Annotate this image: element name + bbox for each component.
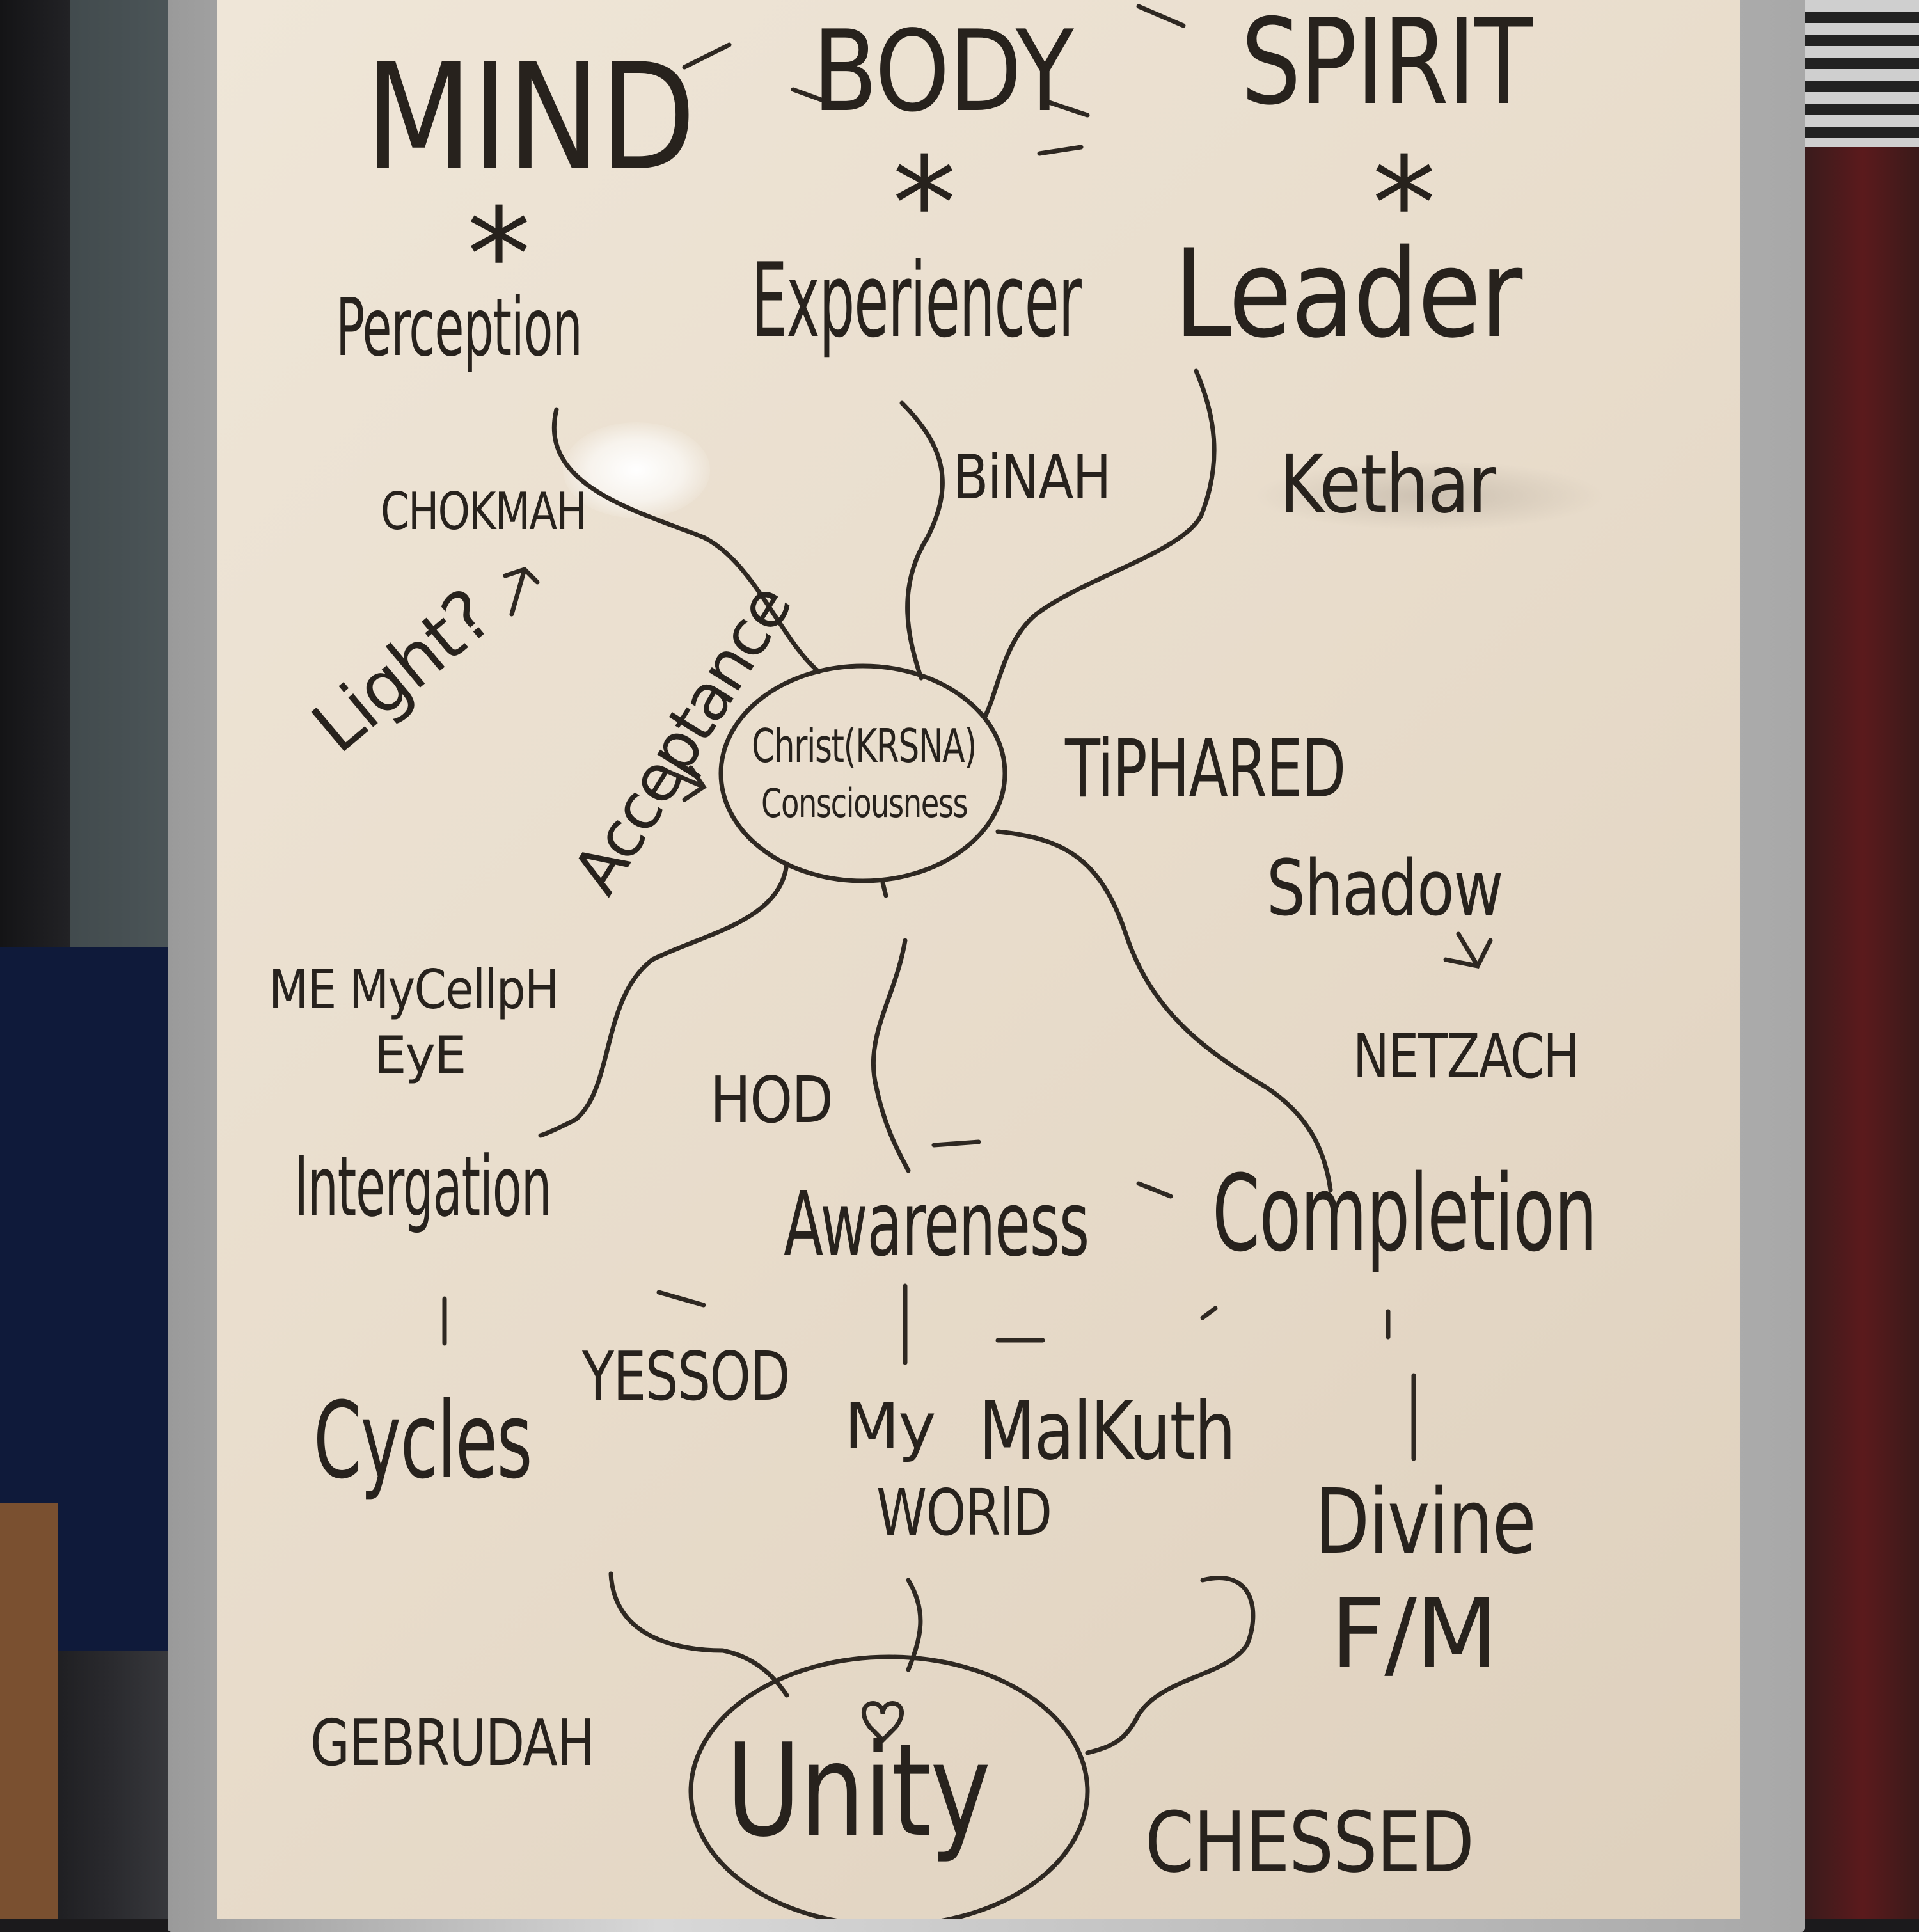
word-experiencer: Experiencer [752,241,1082,360]
background-wood [0,1503,58,1919]
background-wall [70,0,179,960]
light-arrow [503,566,540,617]
whiteboard [217,0,1740,1919]
word-perception: Perception [336,281,583,374]
word-tiphared: TiPHARED [1065,723,1346,816]
line-divine-unity [1085,1576,1256,1755]
unity-ellipse [688,1654,1090,1919]
acceptance-arrow [656,765,707,802]
word-yessod: YESSOD [582,1338,790,1416]
word-integration: Intergation [294,1138,552,1235]
line-completion [995,829,1333,1192]
light-glare [563,422,710,518]
word-hod: HOD [710,1063,833,1137]
word-chokmah: CHOKMAH [381,482,587,541]
word-netzach: NETZACH [1353,1022,1580,1092]
word-cycles: Cycles [313,1379,532,1502]
line-world-unity [906,1578,923,1672]
word-fm: F/M [1331,1579,1498,1690]
line-awareness [871,938,911,1173]
word-gebrudah: GEBRUDAH [310,1706,595,1780]
word-spirit: SPIRIT [1241,0,1533,131]
line-experiencer [899,400,945,681]
asterisk-icon: * [1372,130,1436,279]
word-binah: BiNAH [953,443,1111,513]
word-my: My [844,1389,936,1464]
center-ellipse [718,663,1007,883]
word-me-myself: ME MyCellpH [269,958,559,1022]
eraser-smudge [1254,461,1606,531]
asterisk-icon: * [892,130,956,279]
dash-1 [791,87,831,105]
asterisk-icon: * [467,181,531,330]
word-unity: Unity [726,1716,991,1865]
word-completion: Completion [1212,1152,1598,1275]
shadow-arrow [1443,931,1493,969]
word-kethar: Kethar [1279,438,1496,531]
line-integration [538,861,789,1138]
line-cycles-unity [608,1571,789,1698]
center-line-2: Consciousness [761,780,968,827]
background-blinds [1785,0,1919,147]
word-malkuth: MalKuth [979,1385,1236,1478]
center-line-1: Christ(KRSNA) [752,719,977,773]
word-awareness: Awareness [784,1173,1089,1277]
word-body: BODY [812,7,1074,137]
word-divine: Divine [1315,1470,1536,1574]
word-leader: Leader [1174,223,1522,365]
heart-icon [861,1701,904,1743]
word-eye: EyE [374,1025,466,1085]
line-leader [983,368,1217,719]
word-shadow: Shadow [1267,844,1504,933]
line-perception [551,407,821,674]
word-world: WORlD [876,1475,1052,1550]
line-center-tick [880,880,888,898]
word-mind: MIND [365,33,696,203]
word-chessed: CHESSED [1145,1794,1474,1891]
